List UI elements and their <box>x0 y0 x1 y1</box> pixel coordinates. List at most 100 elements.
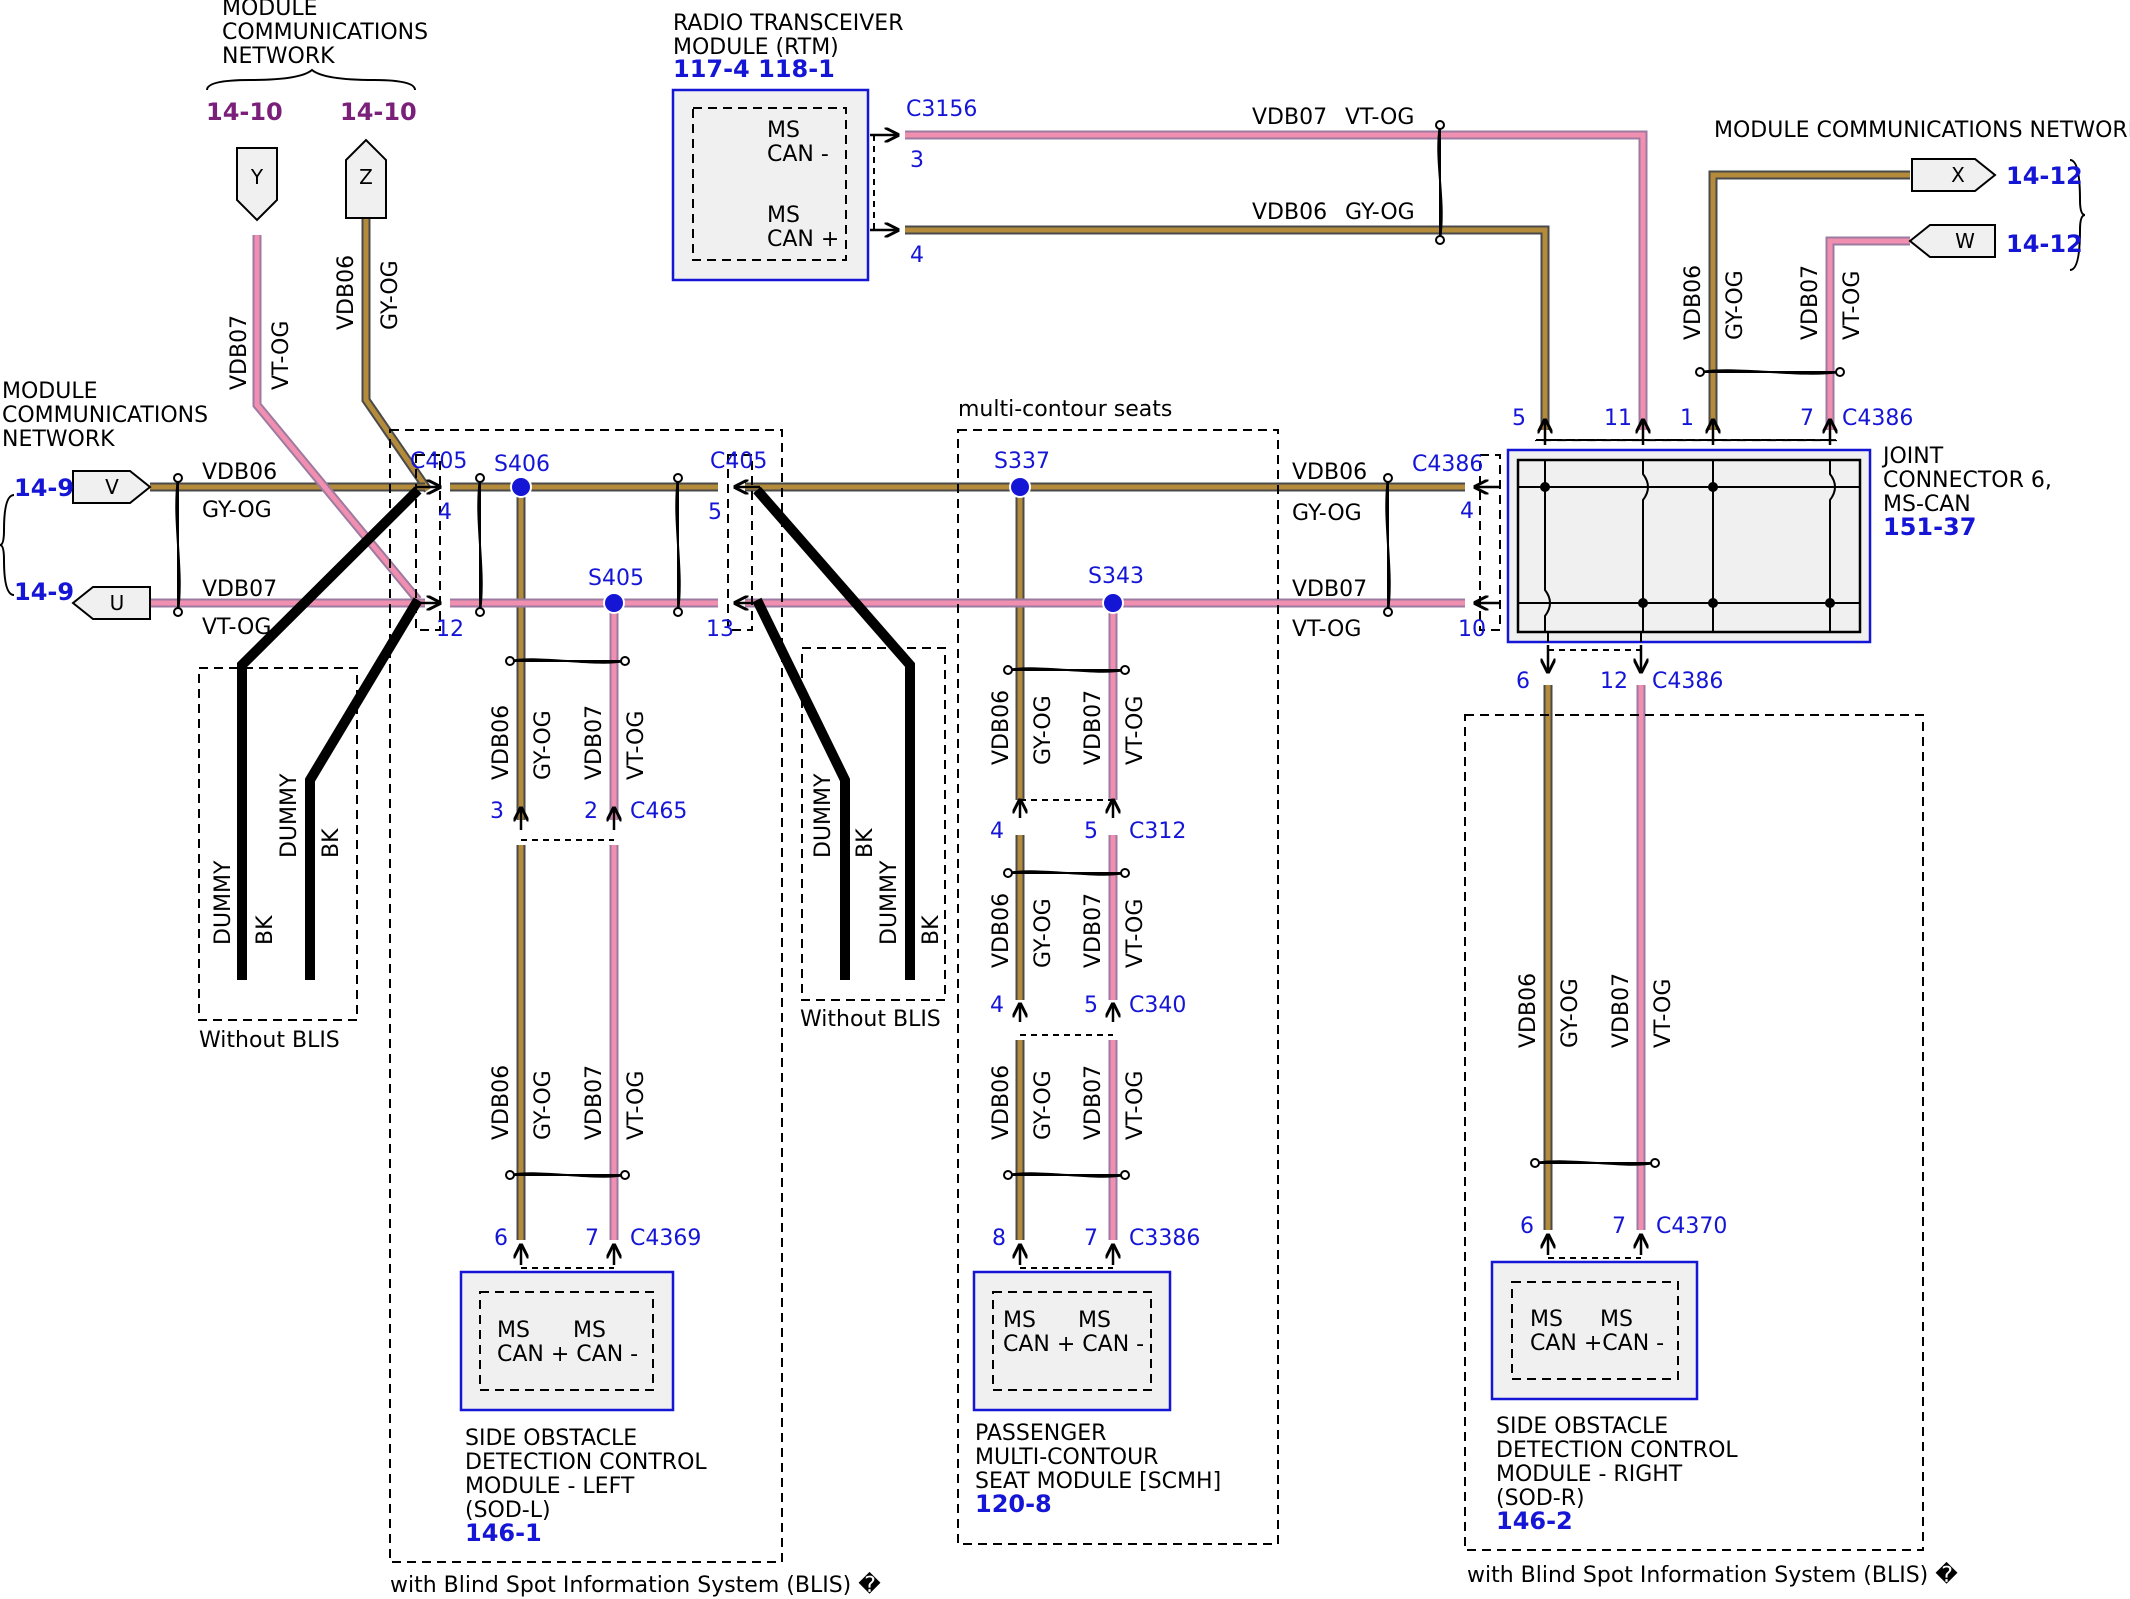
mcn-top-line1: MODULE <box>222 0 318 21</box>
wire-label-vdb07-c312: VDB07 <box>1081 893 1106 968</box>
wire-label-vdb06-left: VDB06 <box>202 460 277 485</box>
scmh-can-pins: CAN + CAN - <box>1003 1332 1144 1357</box>
joint-ref[interactable]: 151-37 <box>1883 513 1976 541</box>
mcn-left-line2: COMMUNICATIONS <box>2 403 208 428</box>
tag-v-label: V <box>105 475 119 499</box>
sodr-ms-1: MS <box>1530 1307 1563 1332</box>
wire-label-vdb06-sodr: VDB06 <box>1516 973 1541 1048</box>
mcn-top-line3: NETWORK <box>222 44 335 69</box>
rtm-ref[interactable]: 117-4 118-1 <box>673 55 835 83</box>
ref-14-12-b[interactable]: 14-12 <box>2006 230 2083 258</box>
c405-left-dash <box>415 454 441 631</box>
sodl-module[interactable] <box>459 1270 675 1412</box>
without-blis-label-left: Without BLIS <box>199 1028 340 1053</box>
mcn-left-line3: NETWORK <box>2 427 115 452</box>
wire-label-vdb06-c465: VDB06 <box>489 1065 514 1140</box>
scmh-ms-1: MS <box>1003 1308 1036 1333</box>
with-blis-label-right: with Blind Spot Information System (BLIS… <box>1467 1561 1958 1588</box>
splice-s406[interactable] <box>510 476 532 498</box>
wire-label-vtog-main: VT-OG <box>1292 617 1361 642</box>
tag-w[interactable]: W <box>1908 224 1996 258</box>
rtm-module[interactable] <box>671 88 870 282</box>
ref-14-10-a[interactable]: 14-10 <box>206 98 283 126</box>
joint-connector-6[interactable] <box>1506 448 1872 644</box>
network-brace-right <box>2069 159 2086 271</box>
c312-pin4: 4 <box>990 819 1004 844</box>
wire-label-gyog-s406: GY-OG <box>531 710 556 780</box>
c465-pin2: 2 <box>584 799 598 824</box>
wire-label-gyog-c312: GY-OG <box>1031 898 1056 968</box>
joint-name-3: MS-CAN <box>1883 492 1971 517</box>
sodr-ref[interactable]: 146-2 <box>1496 1507 1573 1535</box>
splice-s405[interactable] <box>603 592 625 614</box>
scmh-name-1: PASSENGER <box>975 1421 1106 1446</box>
wire-label-vdb06-main: VDB06 <box>1292 460 1367 485</box>
splice-s337[interactable] <box>1009 476 1031 498</box>
tag-x[interactable]: X <box>1911 158 1997 192</box>
scmh-module[interactable] <box>972 1270 1172 1412</box>
wire-label-vtog-rtm: VT-OG <box>1345 105 1414 130</box>
c405-right-label: C405 <box>710 449 767 474</box>
wire-label-vtog-sodr: VT-OG <box>1651 979 1676 1048</box>
wire-label-vdb07-rtm: VDB07 <box>1252 105 1327 130</box>
scmh-ms-2: MS <box>1078 1308 1111 1333</box>
dummy-wires <box>237 486 915 980</box>
wire-label-gyog-z: GY-OG <box>378 260 403 330</box>
c3156-pin3: 3 <box>910 148 924 173</box>
wire-label-vtog-left: VT-OG <box>202 615 271 640</box>
ref-14-12-a[interactable]: 14-12 <box>2006 162 2083 190</box>
wire-label-vdb06-s406: VDB06 <box>489 705 514 780</box>
c4386-side-dash <box>1479 454 1501 631</box>
bk-label-4: BK <box>919 915 944 945</box>
with-blis-box-right <box>1464 714 1924 1551</box>
ref-14-10-b[interactable]: 14-10 <box>340 98 417 126</box>
tag-z[interactable]: Z <box>345 138 387 219</box>
c4369-label: C4369 <box>630 1226 701 1251</box>
wire-label-vdb07-w: VDB07 <box>1798 265 1823 340</box>
tag-w-label: W <box>1955 229 1975 253</box>
sodl-can-pins: CAN + CAN - <box>497 1342 638 1367</box>
connector-dash-links <box>521 135 1830 1269</box>
tag-u[interactable]: U <box>71 586 151 620</box>
sodl-ref[interactable]: 146-1 <box>465 1519 542 1547</box>
c465-label: C465 <box>630 799 687 824</box>
wire-label-vdb07-s343: VDB07 <box>1081 690 1106 765</box>
c340-label: C340 <box>1129 993 1186 1018</box>
ref-14-9-a[interactable]: 14-9 <box>14 474 74 502</box>
tag-u-label: U <box>110 591 125 615</box>
wire-label-vdb07-c465: VDB07 <box>582 1065 607 1140</box>
sodr-ms-2: MS <box>1600 1307 1633 1332</box>
vdb06-wires <box>150 170 1910 1240</box>
wire-label-vdb06-rtm: VDB06 <box>1252 200 1327 225</box>
scmh-ref[interactable]: 120-8 <box>975 1490 1052 1518</box>
c405-left-pin12: 12 <box>436 617 464 642</box>
wire-label-vdb06-x: VDB06 <box>1681 265 1706 340</box>
wire-label-vdb07-left: VDB07 <box>202 577 277 602</box>
sodl-name-1: SIDE OBSTACLE <box>465 1426 637 1451</box>
c4369-pin7: 7 <box>585 1226 599 1251</box>
rtm-name-1: RADIO TRANSCEIVER <box>673 11 903 36</box>
c312-label: C312 <box>1129 819 1186 844</box>
tag-v[interactable]: V <box>72 470 152 504</box>
s343-label: S343 <box>1088 564 1144 589</box>
sodr-module[interactable] <box>1490 1260 1699 1401</box>
sodr-can-pins: CAN +CAN - <box>1530 1331 1664 1356</box>
multi-contour-label: multi-contour seats <box>958 397 1172 422</box>
wire-label-vtog-c465: VT-OG <box>624 1071 649 1140</box>
sodr-name-4: (SOD-R) <box>1496 1486 1585 1511</box>
c4370-pin7: 7 <box>1612 1214 1626 1239</box>
c405-right-pin5: 5 <box>708 500 722 525</box>
c4386-pin1-top: 1 <box>1680 406 1694 431</box>
s405-label: S405 <box>588 566 644 591</box>
ref-14-9-b[interactable]: 14-9 <box>14 578 74 606</box>
splice-s343[interactable] <box>1102 592 1124 614</box>
c4370-pin6: 6 <box>1520 1214 1534 1239</box>
with-blis-label-left: with Blind Spot Information System (BLIS… <box>390 1571 881 1598</box>
dummy-label-2: DUMMY <box>277 773 302 858</box>
sodl-name-4: (SOD-L) <box>465 1498 551 1523</box>
wire-label-vdb06-s337: VDB06 <box>989 690 1014 765</box>
sodl-ms-1: MS <box>497 1318 530 1343</box>
dummy-label-4: DUMMY <box>877 860 902 945</box>
sodl-name-2: DETECTION CONTROL <box>465 1450 707 1475</box>
tag-y[interactable]: Y <box>236 147 278 222</box>
